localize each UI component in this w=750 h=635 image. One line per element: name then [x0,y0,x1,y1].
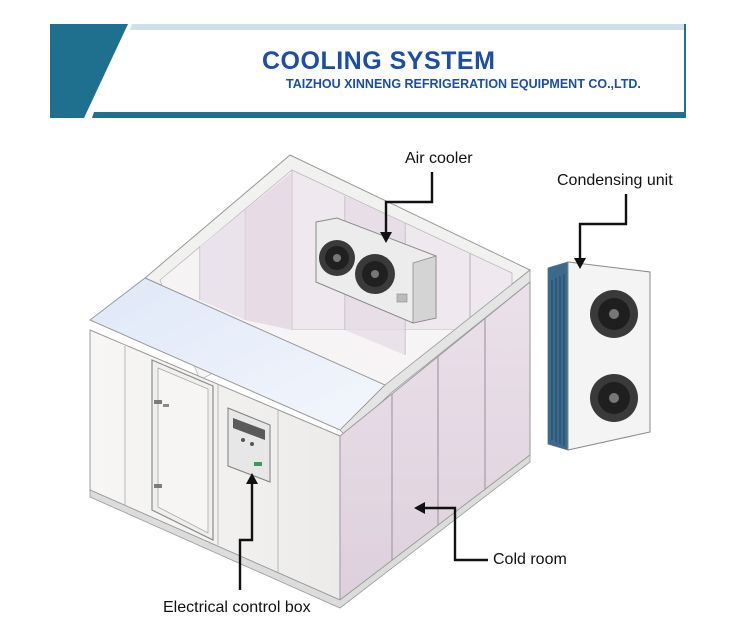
banner-bottom-stripe [92,112,686,118]
air-cooler-label: Air cooler [405,150,473,167]
door [151,359,214,541]
control-box-callout-line [238,484,254,590]
air-cooler-unit [315,217,437,324]
electrical-control-box [227,407,271,483]
banner-subtitle: TAIZHOU XINNENG REFRIGERATION EQUIPMENT … [286,77,641,91]
condensing-unit-arrow [574,258,586,269]
condensing-unit-callout-line [578,194,628,258]
control-box-label: Electrical control box [163,599,311,616]
air-cooler-callout-line [384,172,434,232]
header-banner [50,24,686,118]
callout-arrowheads [246,232,586,514]
banner-left-stripe [50,24,128,118]
door-hinge-top [154,400,162,404]
cold-room-label: Cold room [493,551,567,568]
condensing-unit [547,261,651,451]
control-box-arrow [246,473,258,484]
banner-title: COOLING SYSTEM [262,47,496,75]
door-hinge-bottom [154,484,162,488]
cold-room-callout-line [425,506,488,562]
cold-room-arrow [414,502,425,514]
callout-lines [238,172,628,590]
door-handle [163,404,169,407]
air-cooler-arrow [380,232,392,243]
condensing-unit-label: Condensing unit [557,172,673,189]
